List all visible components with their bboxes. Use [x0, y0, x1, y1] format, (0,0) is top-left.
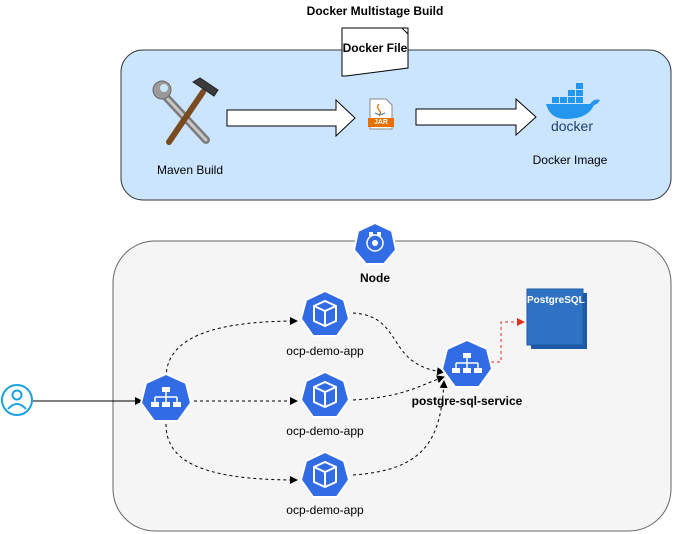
jar-label: JAR	[373, 119, 388, 126]
app-3-to-service-edge	[352, 380, 448, 476]
wrench-hammer-icon	[152, 77, 219, 145]
app-pod-3-icon	[299, 450, 351, 498]
ingress-service-icon	[139, 372, 193, 422]
app-2-to-service-edge	[352, 375, 445, 401]
docker-logo-text: docker	[550, 118, 594, 134]
user-icon	[1, 384, 33, 416]
postgresql-db-box	[526, 288, 587, 349]
jar-icon	[368, 98, 394, 130]
node-icon	[352, 221, 398, 265]
app-pod-1-icon	[299, 289, 351, 337]
build-arrow-2	[415, 97, 537, 137]
docker-file-note	[341, 27, 409, 77]
app-pod-2-icon	[299, 370, 351, 418]
app-3-label: ocp-demo-app	[286, 503, 364, 517]
maven-build-label: Maven Build	[156, 163, 224, 177]
docker-image-label: Docker Image	[532, 153, 608, 167]
app-1-label: ocp-demo-app	[286, 344, 364, 358]
docker-file-label: Docker File	[342, 41, 408, 55]
node-label: Node	[360, 271, 390, 285]
build-arrow-1	[226, 98, 356, 138]
app-2-label: ocp-demo-app	[286, 424, 364, 438]
diagram-title: Docker Multistage Build	[306, 4, 444, 18]
postgresql-db-label: PostgreSQL	[527, 295, 585, 306]
app-1-to-service-edge	[352, 312, 445, 376]
docker-whale-icon	[546, 83, 600, 119]
postgres-service-label: postgre-sql-service	[411, 394, 523, 408]
postgres-service-icon	[440, 338, 494, 388]
service-to-db-edge	[491, 318, 525, 363]
